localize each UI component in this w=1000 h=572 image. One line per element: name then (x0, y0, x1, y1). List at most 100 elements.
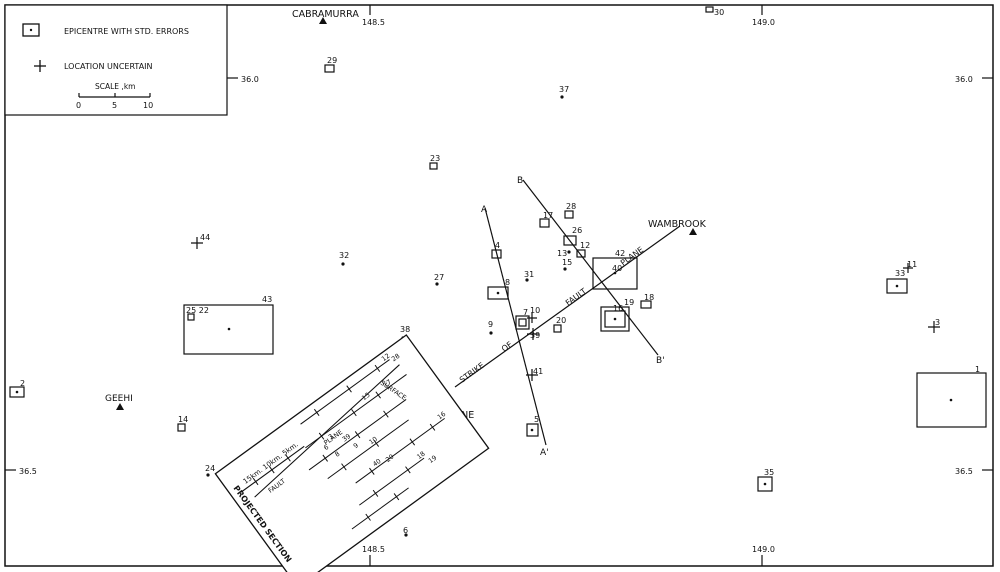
event-label-30: 30 (714, 8, 724, 17)
epicentre-box-5 (526, 423, 539, 437)
epicentre-box-17 (539, 218, 550, 228)
epicentre-box-20 (553, 324, 562, 333)
epicentre-box-29 (324, 64, 335, 73)
epicentre-legend-label: EPICENTRE WITH STD. ERRORS (64, 27, 189, 36)
epicentre-box-30 (705, 6, 714, 13)
dot-1 (949, 398, 953, 402)
section-event-17: 17 (382, 378, 393, 389)
lat-label-left-360: 36.0 (241, 75, 259, 84)
lon-label-bottom-1490: 149.0 (752, 545, 775, 554)
epicentre-box-16-inner (604, 310, 626, 328)
epicentre-box-12 (576, 249, 586, 258)
coordinate-ticks (5, 5, 993, 566)
event-label-27: 27 (434, 273, 444, 282)
epicentre-box-40 (592, 257, 638, 290)
section-row-6 (359, 457, 425, 506)
legend: EPICENTRE WITH STD. ERRORS LOCATION UNCE… (4, 4, 228, 116)
epicentre-box-35 (757, 476, 773, 492)
epicentre-legend-dot (29, 28, 33, 32)
legend-box (4, 4, 228, 116)
event-label-15: 15 (562, 258, 572, 267)
section-event-40: 40 (371, 457, 382, 468)
fault-word-strike: STRIKE (458, 361, 486, 385)
event-label-10: 10 (530, 306, 540, 315)
epicentre-dots (15, 95, 953, 537)
cross-44 (191, 237, 203, 249)
section-event-12: 12 (380, 352, 391, 363)
dot-27 (435, 282, 439, 286)
event-label-37: 37 (559, 85, 569, 94)
section-lines (454, 179, 681, 446)
dot-2 (15, 390, 19, 394)
cross-41 (526, 369, 538, 381)
event-label-24: 24 (205, 464, 215, 473)
epicentre-box-33 (886, 278, 908, 294)
lat-label-right-360: 36.0 (955, 75, 973, 84)
event-label-28: 28 (566, 202, 576, 211)
dot-43 (227, 327, 231, 331)
section-frame (214, 334, 490, 572)
cross-39 (527, 328, 539, 340)
event-label-7: 7 (523, 308, 528, 317)
marker-b-top: B (517, 176, 523, 186)
epicentre-box-43 (183, 304, 274, 355)
wambrook-label: WAMBROOK (648, 219, 707, 230)
epicentre-box-4 (491, 249, 502, 259)
event-label-2: 2 (20, 379, 25, 388)
event-label-16: 16 (613, 304, 623, 313)
section-event-19: 19 (427, 454, 438, 465)
dot-6 (404, 533, 408, 537)
lon-label-top-1490: 149.0 (752, 18, 775, 27)
event-label-17: 17 (543, 211, 553, 220)
section-depth-axis (240, 445, 305, 493)
scale-label-5: 5 (112, 101, 117, 110)
scale-label-10: 10 (143, 101, 153, 110)
section-ticks (252, 364, 436, 521)
fault-word-fault: FAULT (564, 286, 588, 307)
dot-5 (530, 428, 534, 432)
epicentre-box-23 (429, 162, 438, 170)
fault-word-of: OF (500, 340, 514, 354)
event-label-40: 40 (612, 264, 622, 273)
event-label-13: 13 (557, 249, 567, 258)
event-label-41: 41 (533, 367, 543, 376)
section-event-15: 15 (360, 391, 371, 402)
event-label-20: 20 (556, 316, 566, 325)
epicentre-box-8 (487, 286, 509, 300)
section-event-9: 9 (352, 441, 360, 450)
epicentre-legend-symbol (22, 23, 40, 37)
uncertain-legend-label: LOCATION UNCERTAIN (64, 62, 153, 71)
section-event-6: 6 (322, 443, 330, 452)
section-row-7 (351, 487, 409, 530)
event-label-42: 42 (615, 249, 625, 258)
section-event-39: 39 (341, 432, 352, 443)
wambrook-marker (689, 228, 697, 235)
event-label-8: 8 (505, 278, 510, 287)
dot-37 (560, 95, 564, 99)
section-event-28: 28 (390, 352, 401, 363)
geehi-marker (116, 403, 124, 410)
epicentre-box-16-outer (600, 306, 630, 332)
event-label-23: 23 (430, 154, 440, 163)
lon-label-bottom-1485: 148.5 (362, 545, 385, 554)
section-event-18: 18 (415, 450, 426, 461)
section-event-20: 20 (384, 453, 395, 464)
event-label-43: 43 (262, 295, 272, 304)
geehi-label: GEEHI (105, 394, 133, 404)
dot-32 (341, 262, 345, 266)
marker-a-bottom: A' (540, 448, 549, 458)
dot-13 (567, 250, 571, 254)
epicentre-box-18 (640, 300, 652, 309)
event-label-14: 14 (178, 415, 188, 424)
event-label-3: 3 (935, 318, 940, 327)
epicentre-box-7-outer (515, 315, 530, 330)
event-label-33: 33 (895, 269, 905, 278)
event-label-12: 12 (580, 241, 590, 250)
section-event-10: 10 (368, 435, 379, 446)
dot-9 (489, 331, 493, 335)
section-event-8: 8 (333, 450, 341, 459)
epicentre-box-1 (916, 372, 987, 428)
section-event-16: 16 (436, 410, 447, 421)
dot-33 (895, 284, 899, 288)
cross-10 (527, 313, 537, 323)
